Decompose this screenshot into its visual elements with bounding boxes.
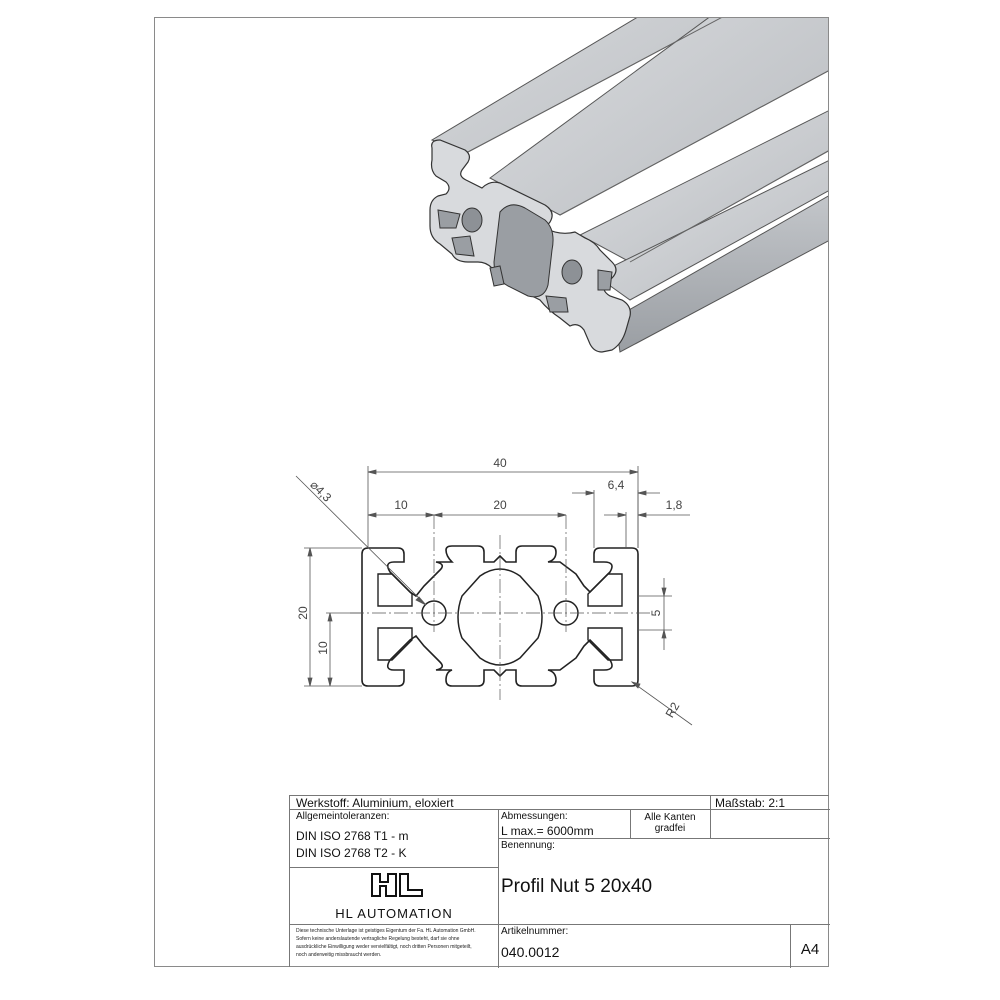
tolerance-1-text: DIN ISO 2768 T1 - m xyxy=(296,829,409,843)
tolerance-2-text: DIN ISO 2768 T2 - K xyxy=(296,846,407,860)
legal-line-4: noch anderweitig missbraucht werden. xyxy=(296,952,382,958)
length-max-text: L max.= 6000mm xyxy=(501,824,594,838)
profile-outline xyxy=(361,545,639,687)
edges-line1: Alle Kanten xyxy=(644,812,696,823)
legal-line-3: ausdrückliche Einwilligung weder verviel… xyxy=(296,944,472,950)
dim-bore-offset-label: 5 xyxy=(649,609,663,616)
dim-spacing-row xyxy=(367,512,567,518)
dim-bore-leader xyxy=(295,475,427,606)
tolerances-label: Allgemeintoleranzen: xyxy=(296,811,390,822)
drawing-sheet-frame xyxy=(154,17,829,967)
dim-height xyxy=(304,547,362,687)
title-block: Werkstoff: Aluminium, eloxiert Maßstab: … xyxy=(289,795,830,968)
dim-center-spacing-label: 20 xyxy=(493,498,507,512)
dim-radius-leader xyxy=(630,681,693,726)
dim-bore-diameter-label: ⌀4,3 xyxy=(307,478,334,505)
article-label: Artikelnummer: xyxy=(501,926,569,937)
rail-top-right xyxy=(578,110,828,263)
dim-wall-thickness xyxy=(604,512,690,548)
center-cavity xyxy=(457,568,543,666)
designation-text: Profil Nut 5 20x40 xyxy=(501,876,653,897)
edges-line2: gradfei xyxy=(654,823,686,834)
dim-overall-width-label: 40 xyxy=(493,456,507,470)
end-bore-left xyxy=(461,207,483,233)
dim-bore-offset xyxy=(638,578,672,650)
material-text: Werkstoff: Aluminium, eloxiert xyxy=(296,796,454,810)
end-bore-right xyxy=(561,259,583,285)
dim-height-label: 20 xyxy=(296,606,310,620)
legal-line-1: Diese technische Unterlage ist geistiges… xyxy=(296,928,476,934)
dim-edge-to-center-label: 10 xyxy=(394,498,408,512)
dim-wall-thickness-label: 1,8 xyxy=(666,498,683,512)
dim-slot-width-label: 6,4 xyxy=(608,478,625,492)
dim-slot-width xyxy=(572,490,660,548)
dim-radius-label: R2 xyxy=(663,700,683,721)
rail-side-mid xyxy=(594,160,828,301)
dim-half-height-label: 10 xyxy=(316,641,330,655)
legal-line-2: Sofern keine anderslautende vertragliche… xyxy=(296,936,460,942)
article-number: 040.0012 xyxy=(501,944,560,960)
sheet-format: A4 xyxy=(800,941,820,958)
dimensions-label: Abmessungen: xyxy=(501,811,568,822)
designation-label: Benennung: xyxy=(501,840,555,851)
legal-notice: Diese technische Unterlage ist geistiges… xyxy=(296,927,496,959)
company-name: HL AUTOMATION xyxy=(335,906,453,921)
hl-automation-logo xyxy=(371,873,423,897)
scale-text: Maßstab: 2:1 xyxy=(715,796,786,810)
